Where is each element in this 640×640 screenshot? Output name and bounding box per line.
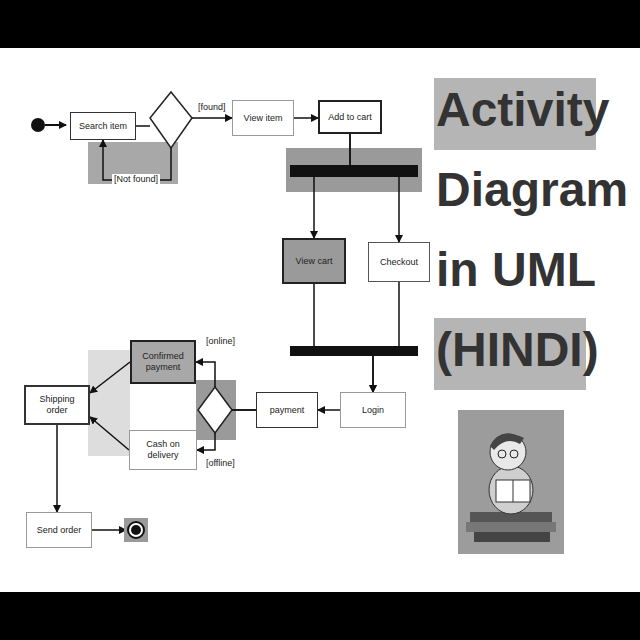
control-flow	[196, 362, 256, 410]
node-text: Search item	[76, 121, 130, 132]
control-flow	[314, 134, 350, 238]
node-text: Checkout	[377, 257, 421, 268]
control-flow	[136, 118, 232, 126]
start-node	[31, 118, 45, 132]
control-flow	[314, 284, 373, 392]
node-text: Send order	[34, 525, 85, 536]
decision-shade	[196, 380, 236, 440]
action-box: Add to cart	[318, 100, 382, 134]
control-flow	[350, 134, 399, 242]
join-bar	[290, 346, 418, 356]
merge-shade	[88, 350, 130, 456]
book-stack	[474, 532, 550, 542]
guard-label: [online]	[204, 336, 237, 347]
action-box: payment	[256, 392, 318, 428]
reader-illustration	[458, 410, 564, 554]
loop-shade	[88, 142, 178, 184]
decision-diamond	[198, 387, 232, 433]
guard-label: [found]	[196, 102, 228, 113]
action-box: Search item	[70, 112, 136, 140]
hair	[490, 434, 524, 451]
node-text: View cart	[293, 256, 336, 267]
end-node	[131, 525, 141, 535]
guard-label: [offline]	[204, 458, 237, 469]
node-text: View item	[241, 113, 286, 124]
action-box: View cart	[282, 238, 346, 284]
control-flow	[56, 425, 58, 512]
action-box: View item	[232, 100, 294, 136]
start-arrow	[45, 124, 66, 126]
top-bar	[0, 0, 640, 48]
action-box: Confirmed payment	[130, 340, 196, 384]
book-stack	[466, 522, 556, 532]
bottom-bar	[0, 592, 640, 640]
control-flow	[90, 417, 129, 450]
fork-bar	[290, 165, 418, 177]
end-arrow	[92, 529, 126, 531]
title: Activity Diagram in UML (HINDI)	[436, 70, 632, 390]
decision-diamond	[150, 92, 192, 148]
book-spine	[513, 480, 514, 502]
glasses	[510, 450, 518, 458]
node-text: Add to cart	[325, 112, 375, 123]
control-flow	[90, 362, 130, 393]
action-box: Shipping order	[24, 385, 90, 425]
guard-label: [Not found]	[112, 174, 160, 185]
action-box: Send order	[26, 512, 92, 548]
action-box: Cash on delivery	[129, 430, 197, 470]
control-flow	[197, 410, 256, 450]
end-shade	[124, 518, 148, 542]
illustration-ground	[458, 410, 564, 554]
control-flow	[373, 282, 399, 392]
body	[489, 466, 533, 514]
node-text: payment	[267, 405, 308, 416]
node-text: Confirmed payment	[132, 351, 194, 373]
action-box: Checkout	[368, 242, 430, 282]
node-text: Login	[359, 405, 387, 416]
control-flow	[318, 409, 340, 411]
fork-shade	[286, 148, 422, 192]
node-text: Shipping order	[26, 394, 88, 416]
action-box: Login	[340, 392, 406, 428]
head	[490, 434, 526, 470]
open-book	[496, 480, 530, 502]
control-flow	[294, 117, 318, 119]
node-text: Cash on delivery	[130, 439, 196, 461]
glasses	[498, 450, 506, 458]
end-node	[128, 522, 144, 538]
